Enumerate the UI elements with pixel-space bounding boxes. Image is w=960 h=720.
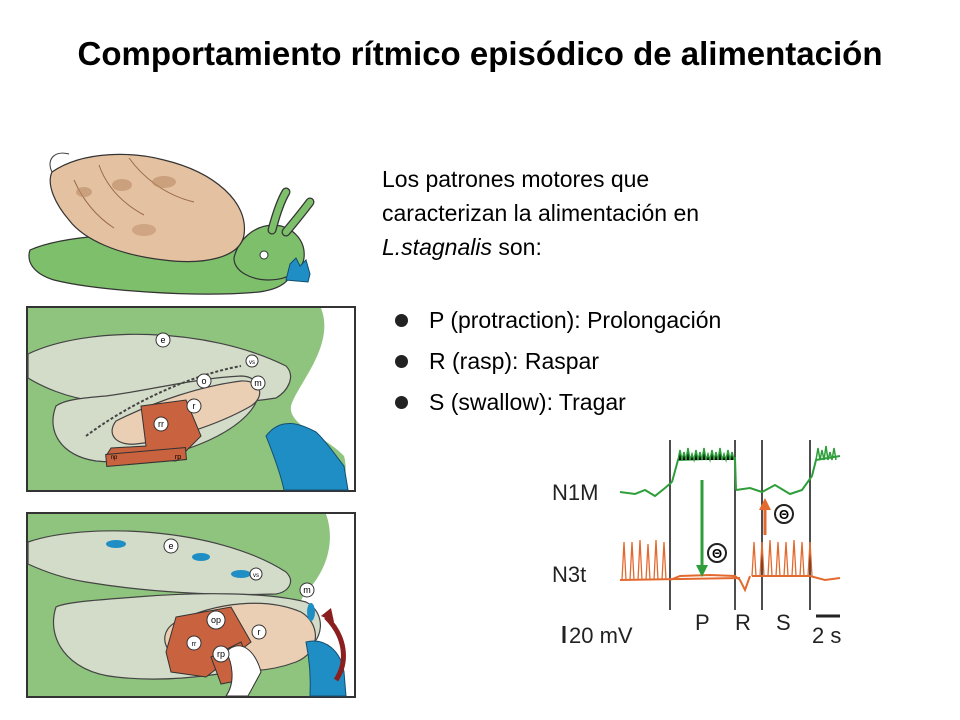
species-name: L.stagnalis — [382, 234, 492, 260]
intro-line-2: caracterizan la alimentación en — [382, 200, 700, 226]
intro-line-1: Los patrones motores que — [382, 166, 650, 192]
label-e-bottom: e — [168, 541, 173, 551]
bullet-rasp: R (rasp): Raspar — [395, 341, 721, 382]
label-r: r — [193, 401, 196, 411]
buccal-mass-diagram-bottom: e m op r rr rp vs — [26, 512, 356, 698]
label-o: o — [201, 376, 206, 386]
label-op: op — [211, 615, 221, 625]
label-rr: rr — [158, 419, 164, 429]
intro-text: Los patrones motores que caracterizan la… — [382, 162, 852, 264]
trace-label-n1m: N1M — [552, 480, 598, 505]
neural-recording: Θ Θ N1M N3t P R S 20 mV 2 s — [552, 440, 841, 648]
inhibition-icon-n3t: Θ — [712, 546, 722, 561]
trace-label-n3t: N3t — [552, 562, 586, 587]
label-vs-bottom: vs — [253, 573, 259, 579]
label-np: np — [111, 455, 118, 461]
phase-label-s: S — [776, 610, 791, 635]
scale-time: 2 s — [812, 623, 841, 648]
slide-title: Comportamiento rítmico episódico de alim… — [77, 35, 883, 72]
label-rp: rp — [175, 454, 181, 461]
motor-pattern-list: P (protraction): Prolongación R (rasp): … — [395, 300, 721, 423]
label-r-bottom: r — [258, 627, 261, 637]
inhibition-icon-n1m: Θ — [779, 507, 789, 522]
phase-label-p: P — [695, 610, 710, 635]
bullet-swallow: S (swallow): Tragar — [395, 382, 721, 423]
intro-tail: son: — [491, 234, 542, 260]
label-e: e — [160, 335, 165, 345]
label-rr-bottom: rr — [192, 641, 197, 648]
label-rp-bottom: rp — [217, 649, 225, 659]
scale-voltage: 20 mV — [569, 623, 633, 648]
bullet-protraction: P (protraction): Prolongación — [395, 300, 721, 341]
label-vs: vs — [249, 360, 255, 366]
snail-illustration — [28, 152, 315, 295]
buccal-mass-diagram-top: e o m r rr np rp vs — [26, 306, 356, 492]
phase-label-r: R — [735, 610, 751, 635]
label-m: m — [254, 378, 262, 388]
label-m-bottom: m — [303, 585, 311, 595]
